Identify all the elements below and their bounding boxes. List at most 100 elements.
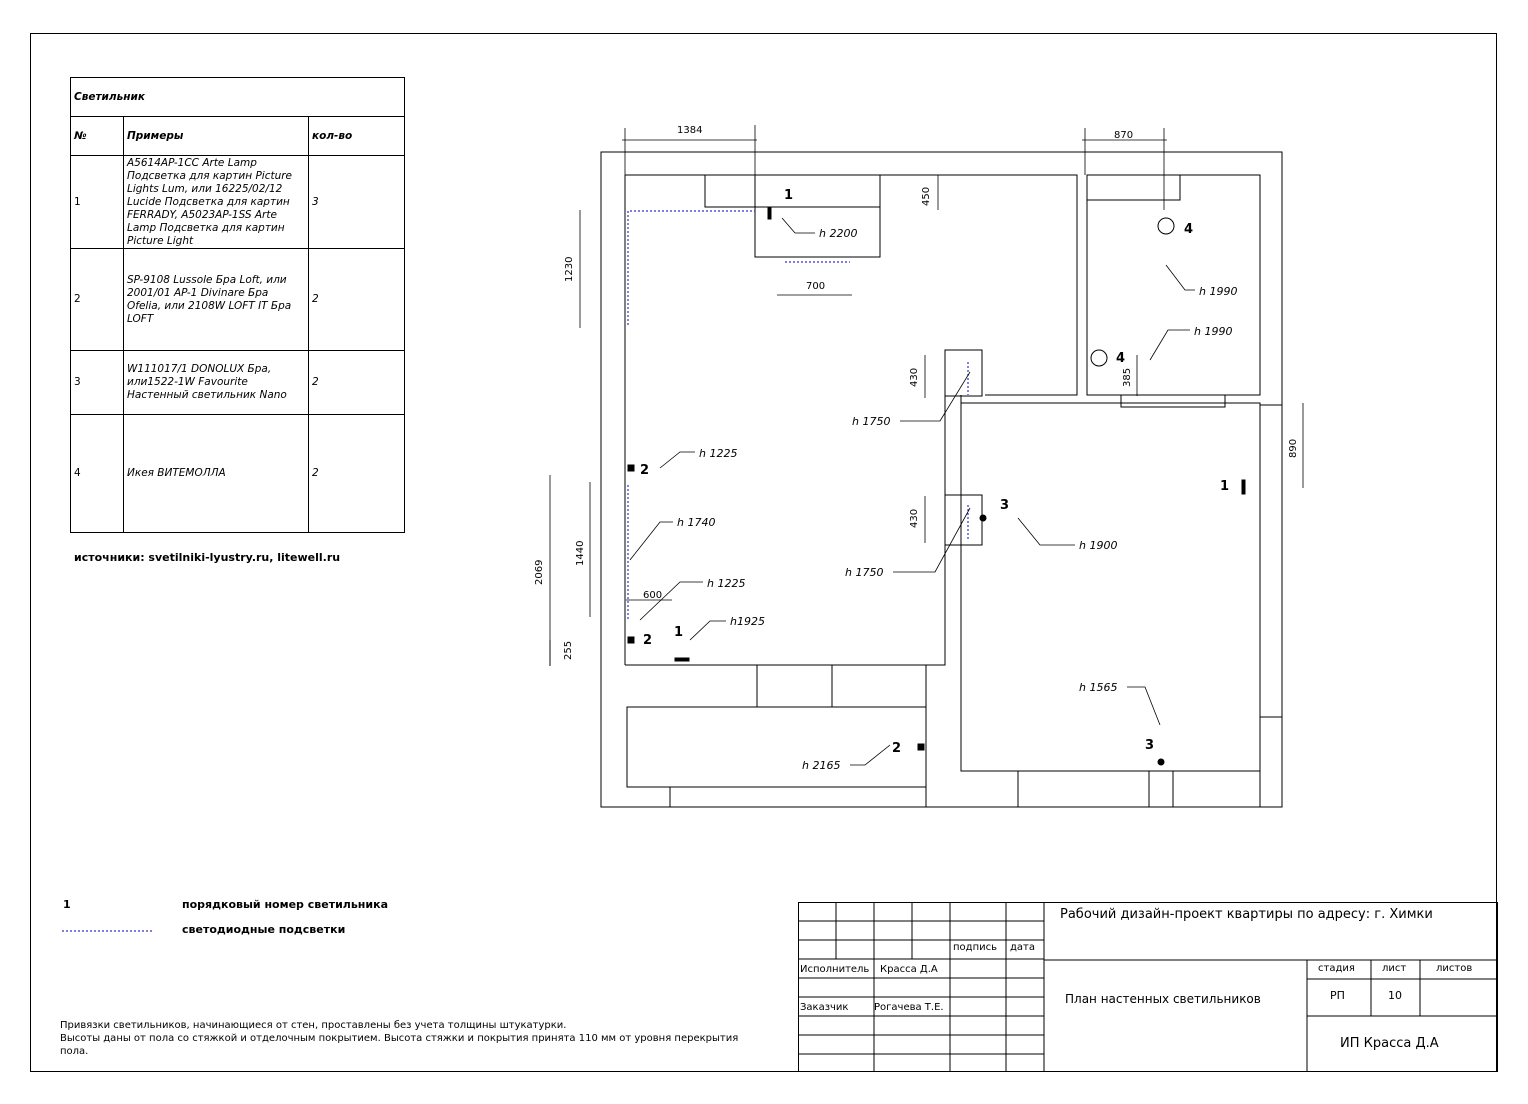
lamp-number: 1: [1220, 479, 1229, 494]
window-right: [1259, 404, 1283, 718]
door-threshold: [1120, 394, 1226, 408]
dim-label: 1384: [677, 125, 702, 136]
height-label: h 1900: [1079, 539, 1117, 552]
lamp-number: 1: [674, 625, 683, 640]
room-bottom: [626, 706, 927, 788]
table-row: 4 Икея ВИТЕМОЛЛА 2: [70, 414, 405, 533]
row-text: SP-9108 Lussole Бра Loft, или 2001/01 AP…: [123, 248, 309, 351]
row-text: A5614AP-1CC Arte Lamp Подсветка для карт…: [123, 155, 309, 249]
lamp-number: 4: [1116, 351, 1125, 366]
col-num-header: №: [70, 116, 124, 156]
legend-number-symbol: 1: [63, 898, 71, 911]
dim-label: 385: [1122, 368, 1133, 387]
sheets-label: листов: [1436, 963, 1473, 974]
wall-line: [625, 174, 1078, 396]
sheet-title: План настенных светильников: [1065, 992, 1261, 1006]
executor-name: Красса Д.А: [880, 964, 938, 975]
lamp-symbol: [674, 657, 690, 662]
lamp-symbol: [1241, 479, 1246, 495]
height-label: h1925: [730, 615, 765, 628]
table-row: 2 SP-9108 Lussole Бра Loft, или 2001/01 …: [70, 248, 405, 351]
sheet-value: 10: [1388, 989, 1402, 1002]
led-line-sample: [62, 930, 152, 932]
sources-note: источники: svetilniki-lyustry.ru, litewe…: [74, 551, 341, 564]
height-label: h 1225: [699, 447, 737, 460]
row-num: 2: [70, 248, 124, 351]
height-label: h 1565: [1079, 681, 1117, 694]
note-line: Высоты даны от пола со стяжкой и отделоч…: [60, 1033, 739, 1057]
height-label: h 2165: [802, 759, 840, 772]
wall-line: [625, 350, 946, 666]
lamp-number: 2: [640, 463, 649, 478]
height-label: h 1225: [707, 577, 745, 590]
note-line: Привязки светильников, начинающиеся от с…: [60, 1020, 567, 1031]
lamp-symbol: [767, 206, 772, 220]
luminaire-spec-table: Светильник № Примеры кол-во 1 A5614AP-1C…: [70, 77, 405, 533]
dim-label: 1440: [575, 541, 586, 566]
row-qty: 2: [308, 414, 405, 533]
height-label: h 2200: [819, 227, 857, 240]
row-num: 4: [70, 414, 124, 533]
window-bottom-right: [1017, 770, 1150, 808]
window-bottom-right-2: [1172, 770, 1261, 808]
stage-label: стадия: [1318, 963, 1355, 974]
legend-number-label: порядковый номер светильника: [182, 898, 388, 911]
stage-value: РП: [1330, 989, 1345, 1002]
title-block-grid: [798, 902, 1498, 1072]
lamp-number: 1: [784, 188, 793, 203]
notes: Привязки светильников, начинающиеся от с…: [60, 1019, 760, 1058]
lamp-symbol: [979, 514, 987, 522]
lamp-symbol: [917, 743, 925, 751]
table-row: 1 A5614AP-1CC Arte Lamp Подсветка для ка…: [70, 155, 405, 249]
dim-label: 600: [643, 590, 662, 601]
niche-top: [754, 174, 881, 258]
executor-role: Исполнитель: [800, 964, 870, 975]
led-strip: [627, 210, 755, 325]
row-qty: 2: [308, 248, 405, 351]
dim-label: 870: [1114, 130, 1133, 141]
drawing-frame: [30, 33, 1497, 1072]
lamp-number: 2: [892, 741, 901, 756]
customer-name: Рогачева Т.Е.: [874, 1002, 944, 1013]
dim-label: 700: [806, 281, 825, 292]
lamp-number: 3: [1145, 738, 1154, 753]
outer-wall: [600, 151, 1283, 808]
dim-label: 255: [563, 641, 574, 660]
row-num: 3: [70, 350, 124, 415]
dim-label: 2069: [534, 560, 545, 585]
dim-label: 430: [909, 368, 920, 387]
lamp-symbol: [1157, 758, 1165, 766]
sheet-label: лист: [1382, 963, 1407, 974]
lamp-number: 3: [1000, 498, 1009, 513]
dim-label: 450: [921, 187, 932, 206]
lamp-symbol: [627, 464, 635, 472]
doorway: [831, 664, 927, 708]
column-1: [944, 349, 983, 397]
room-right: [960, 402, 1261, 772]
lamp-symbol: [627, 636, 635, 644]
dim-label: 430: [909, 509, 920, 528]
lamp-symbol: [1157, 217, 1175, 235]
dim-label: 1230: [564, 257, 575, 282]
height-label: h 1750: [845, 566, 883, 579]
company-name: ИП Красса Д.А: [1340, 1036, 1439, 1051]
lamp-number: 2: [643, 633, 652, 648]
project-title: Рабочий дизайн-проект квартиры по адресу…: [1060, 907, 1433, 922]
lamp-number: 4: [1184, 222, 1193, 237]
height-label: h 1750: [852, 415, 890, 428]
lamp-symbol: [1090, 349, 1108, 367]
row-qty: 2: [308, 350, 405, 415]
signature-label: подпись: [953, 942, 997, 953]
table-row: 3 W111017/1 DONOLUX Бра, или1522-1W Favo…: [70, 350, 405, 415]
height-label: h 1990: [1199, 285, 1237, 298]
window-bottom: [669, 786, 927, 808]
height-label: h 1990: [1194, 325, 1232, 338]
legend-led-label: светодиодные подсветки: [182, 923, 346, 936]
row-text: W111017/1 DONOLUX Бра, или1522-1W Favour…: [123, 350, 309, 415]
date-label: дата: [1010, 942, 1035, 953]
height-label: h 1740: [677, 516, 715, 529]
window-top-right: [1086, 174, 1181, 201]
dim-label: 890: [1288, 439, 1299, 458]
customer-role: Заказчик: [800, 1002, 849, 1013]
